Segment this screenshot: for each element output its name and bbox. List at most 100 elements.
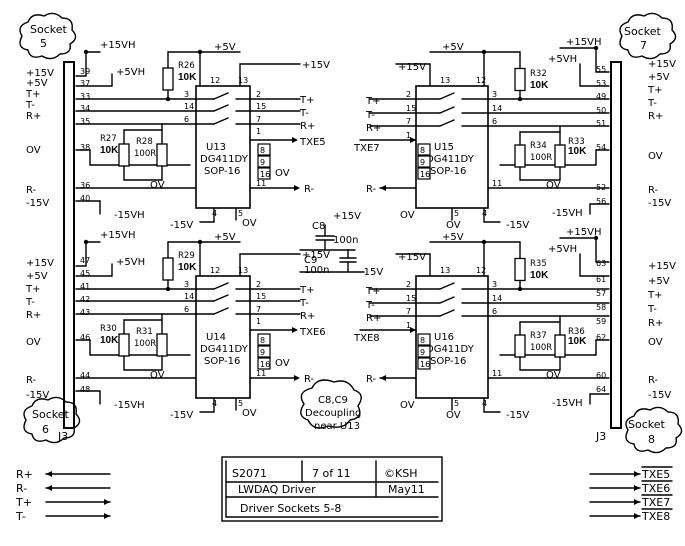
wire — [213, 282, 229, 290]
chip-pin-number: 11 — [492, 369, 502, 378]
c9-ref: C9 — [304, 255, 317, 266]
wire — [439, 309, 455, 317]
arrow-right-icon — [634, 499, 640, 505]
chip-pin-box — [417, 167, 431, 180]
rail-label-left: R- — [26, 375, 37, 386]
resistor-ref: R28 — [136, 137, 153, 147]
chip-pin-box — [417, 357, 431, 370]
supply-p15v: +15V — [302, 60, 330, 71]
arrow-right-icon — [292, 137, 298, 143]
rail-label-right: -15V — [648, 390, 671, 401]
rail-label-left: T+ — [25, 284, 41, 295]
resistor-termination — [514, 144, 526, 168]
rail-label-right: T+ — [647, 85, 663, 96]
chip-pin-box — [257, 345, 271, 358]
chip-pin-number: 12 — [476, 76, 486, 85]
rail-label-left: T- — [25, 100, 35, 111]
socket-6-pin: 47 — [80, 256, 90, 265]
supply-ov: OV — [275, 358, 290, 369]
signal-tm: T- — [299, 108, 309, 119]
supply-m15v: -15V — [506, 220, 529, 231]
resistor-value: 10K — [178, 72, 197, 83]
chip-pin-number: 15 — [406, 294, 416, 303]
wire — [439, 119, 455, 127]
junction-dot — [481, 49, 487, 55]
supply-p15v: +15V — [302, 250, 330, 261]
wire — [439, 106, 455, 114]
socket-6-cloud: Socket 6 — [23, 396, 81, 444]
supply-p5vh: +5VH — [116, 67, 145, 78]
resistor-ref: R32 — [530, 69, 547, 79]
chip-pin-number: 4 — [482, 209, 487, 218]
chip-pin-number: 11 — [492, 179, 502, 188]
chip-pin-number: 9 — [260, 158, 265, 167]
chip-body — [195, 85, 251, 209]
chip-pin-number: 1 — [406, 321, 411, 330]
chip-pin-number: 13 — [440, 76, 450, 85]
supply-m15vh: -15VH — [114, 400, 145, 411]
socket-7-pin: 55 — [596, 65, 606, 74]
arrow-right-icon — [410, 327, 416, 333]
socket-5-pin: 39 — [80, 67, 90, 76]
chip-pin-number: 6 — [492, 307, 497, 316]
note-line-1: C8,C9 — [318, 395, 348, 406]
chip-pin-number: 5 — [454, 399, 459, 408]
chip-part: DG411DY — [426, 154, 475, 165]
arrow-right-icon — [294, 375, 300, 381]
chip-pin-number: 14 — [184, 102, 194, 111]
txe-signal: TXE7 — [353, 143, 380, 154]
junction-dot — [165, 286, 171, 292]
signal-tp: T+ — [365, 286, 381, 297]
resistor-termination — [554, 334, 566, 358]
chip-pin-box — [417, 143, 431, 156]
chip-pin-number: 11 — [256, 179, 266, 188]
supply-ov: OV — [150, 180, 165, 191]
chip-pin-box — [257, 357, 271, 370]
rail-label-right: +5V — [648, 276, 670, 287]
supply-p5v: +5V — [214, 42, 236, 53]
supply-p5vh: +5VH — [116, 257, 145, 268]
supply-m15v: -15V — [170, 220, 193, 231]
signal-rp: R+ — [366, 123, 381, 134]
resistor-termination — [156, 143, 168, 167]
signal-rp: R+ — [300, 311, 315, 322]
junction-dot — [197, 239, 203, 245]
txe-signal: TXE6 — [299, 327, 326, 338]
j3-right-bar — [610, 61, 622, 429]
wire — [213, 92, 229, 100]
signal-rm: R- — [366, 374, 377, 385]
legend-right-label: TXE8 — [641, 510, 670, 523]
chip-pin-number: 2 — [406, 280, 411, 289]
supply-p5vh: +5VH — [548, 244, 577, 255]
resistor-pullup — [514, 67, 526, 92]
socket-8-pin: 63 — [596, 259, 606, 268]
chip-pin-number: 9 — [420, 348, 425, 357]
resistor-value: 10K — [530, 270, 549, 281]
socket-8-pin: 62 — [596, 333, 606, 342]
chip-pin-number: 3 — [492, 280, 497, 289]
socket-8-pin: 57 — [596, 289, 606, 298]
socket-5-pin: 37 — [80, 79, 90, 88]
resistor-value: 10K — [178, 262, 197, 273]
socket-5-label-a: Socket — [30, 23, 68, 36]
chip-pin-number: 7 — [406, 307, 411, 316]
supply-ov: OV — [546, 370, 561, 381]
chip-pin-number: 16 — [420, 170, 430, 179]
supply-ov: OV — [400, 400, 415, 411]
chip-pin-number: 2 — [256, 280, 261, 289]
socket-8-label-a: Socket — [628, 418, 666, 431]
rail-label-left: +5V — [26, 271, 48, 282]
supply-m15v: -15V — [506, 410, 529, 421]
rail-label-right: +5V — [648, 72, 670, 83]
txe-signal: TXE5 — [299, 137, 326, 148]
socket-6-label-a: Socket — [32, 408, 70, 421]
chip-package: SOP-16 — [430, 356, 466, 367]
supply-m15vh: -15VH — [114, 210, 145, 221]
socket-8-label-b: 8 — [648, 433, 655, 446]
signal-rp: R+ — [300, 121, 315, 132]
arrow-left-icon — [380, 375, 386, 381]
chip-pin-number: 8 — [420, 146, 425, 155]
supply-ov: OV — [546, 180, 561, 191]
socket-6-pin: 48 — [80, 385, 90, 394]
supply-ov: OV — [150, 370, 165, 381]
